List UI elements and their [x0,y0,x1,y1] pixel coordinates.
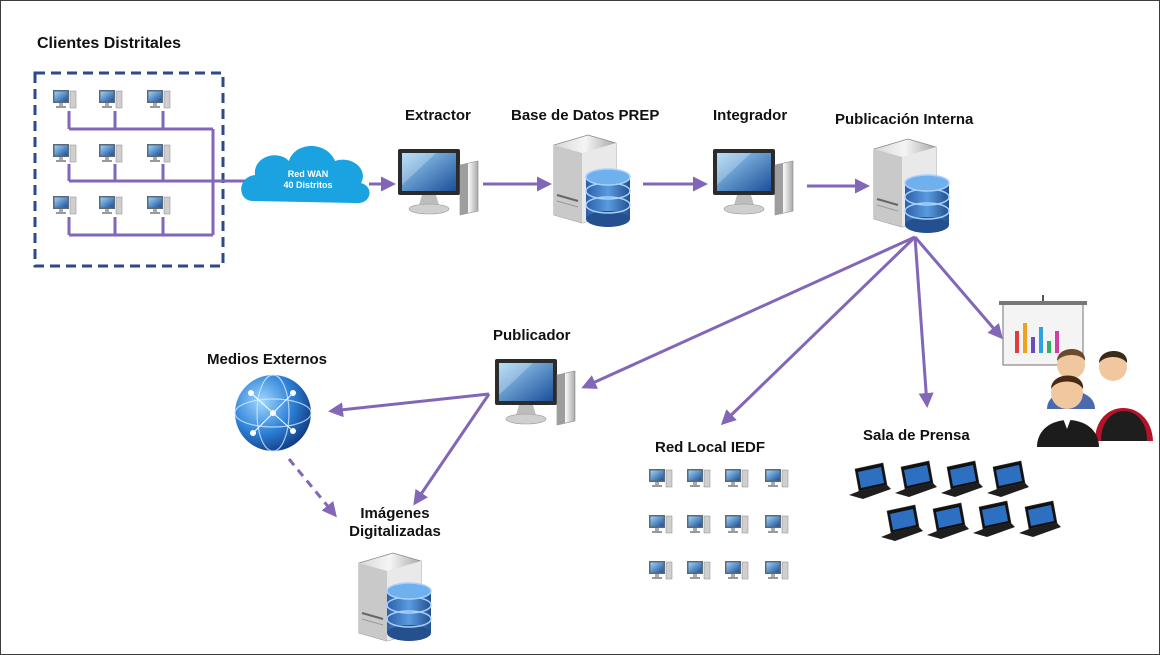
integrador-label: Integrador [713,107,788,124]
cloud-line1: Red WAN [287,169,329,179]
publicador-workstation-icon [494,358,576,426]
red-local-label: Red Local IEDF [655,439,766,456]
imagenes-line2: Digitalizadas [349,523,441,540]
cloud-red-wan [241,146,370,204]
globe-icon [234,374,312,452]
client-network-lines [67,111,247,237]
clientes-distritales-label: Clientes Distritales [37,35,182,52]
clientes-dashed-box [33,71,225,268]
meeting-people-icon [1037,349,1153,447]
client-pc-grid [52,89,171,215]
cloud-label: Red WAN 40 Distritos [263,169,353,191]
publicador-label: Publicador [493,327,571,344]
fanout-arrows [581,235,1003,426]
publicador-arrows [328,392,491,506]
imagenes-server-icon [358,552,432,642]
base-datos-server-icon [553,134,631,228]
imagenes-digitalizadas-label: Imágenes Digitalizadas [335,505,455,541]
medios-externos-label: Medios Externos [207,351,328,368]
extractor-workstation-icon [397,148,479,216]
sala-prensa-label: Sala de Prensa [863,427,970,444]
imagenes-line1: Imágenes [360,505,430,522]
integrador-workstation-icon [712,148,794,216]
publicacion-interna-server-icon [873,138,950,234]
cloud-line2: 40 Distritos [283,180,333,190]
red-local-pc-grid [648,468,789,580]
extractor-label: Extractor [405,107,471,124]
base-datos-label: Base de Datos PREP [511,107,660,124]
sala-prensa-laptops [848,460,1062,542]
top-arrows [369,176,870,194]
publicacion-interna-label: Publicación Interna [835,111,974,128]
dashed-arrow [287,458,337,518]
